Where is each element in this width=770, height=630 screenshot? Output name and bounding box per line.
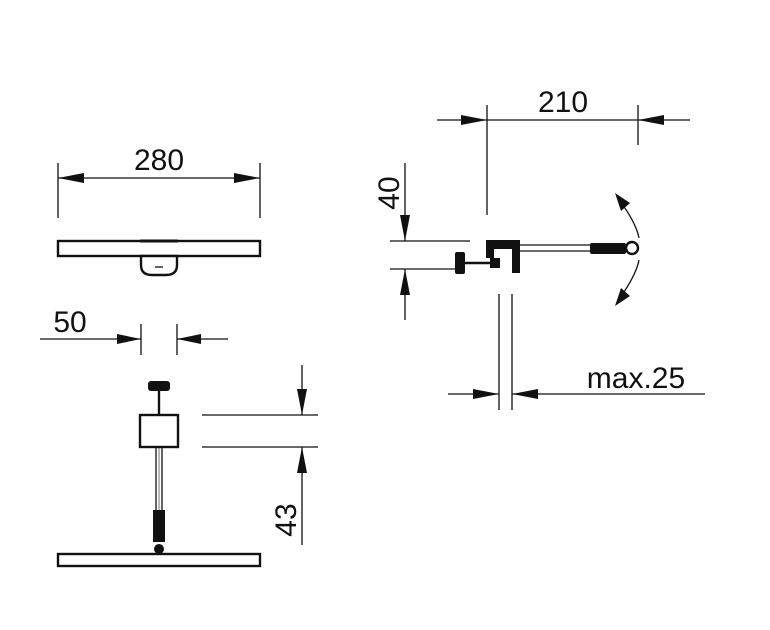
dim-thickness-43: 43: [270, 503, 303, 536]
top-view: 280: [56, 144, 262, 277]
dim-clamp-max-25: max.25: [587, 362, 685, 395]
side-view: 50 43: [40, 306, 318, 568]
dim-depth-50: 50: [53, 306, 86, 339]
front-view: 210 40 max.25: [373, 86, 705, 410]
dim-width-280: 280: [134, 144, 184, 177]
dim-height-40: 40: [373, 176, 406, 209]
dim-reach-210: 210: [538, 86, 588, 119]
